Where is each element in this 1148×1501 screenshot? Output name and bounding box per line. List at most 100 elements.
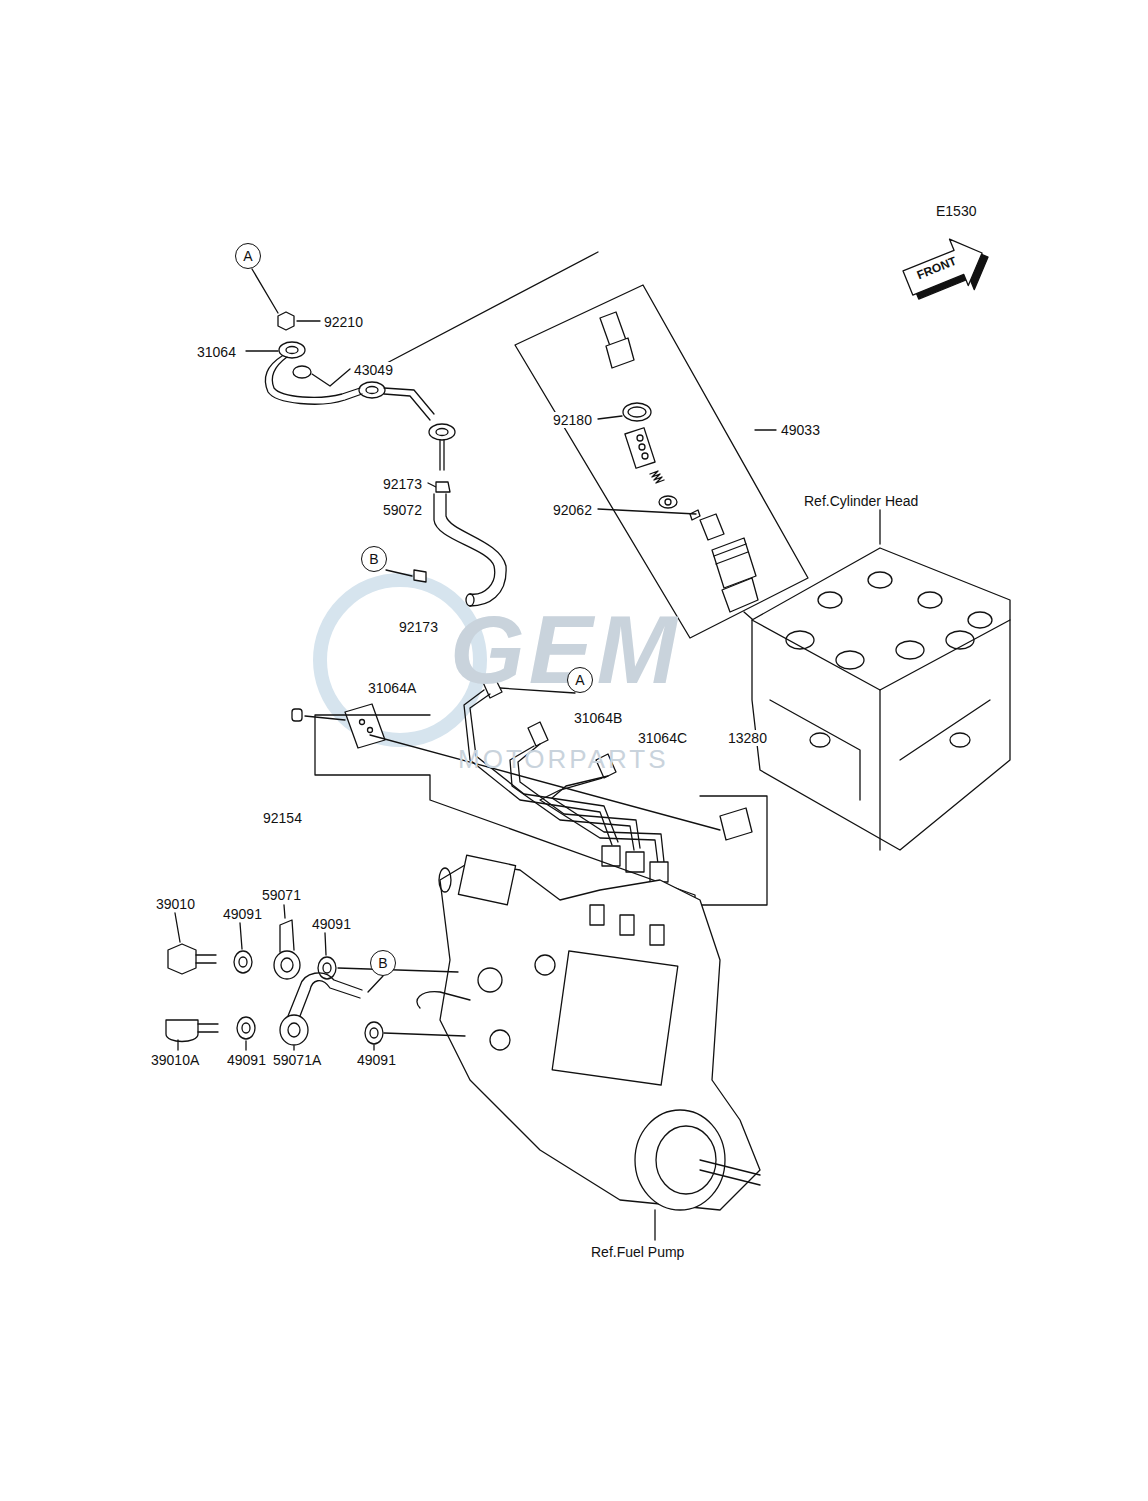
cylinder-head-part [818, 592, 842, 608]
leak-off-pipe-part [265, 356, 362, 404]
front-arrow [899, 228, 998, 311]
leak-off-pipe-part [252, 269, 278, 313]
injector-assembly-part [623, 403, 651, 421]
fuel-pump-part [620, 915, 634, 935]
callout-number: 92180 [552, 412, 593, 428]
return-hose [386, 482, 506, 606]
injection-pipes [464, 676, 668, 882]
banjo-fittings-part [166, 1020, 198, 1042]
injection-pipes-part [540, 778, 658, 864]
callout-number: 31064B [573, 710, 623, 726]
callout-number: 31064 [196, 344, 237, 360]
fuel-pump-part [458, 855, 515, 905]
leak-off-pipe-part [385, 252, 598, 364]
injector-assembly-part [606, 338, 634, 368]
callout-number: 59072 [382, 502, 423, 518]
pipe-clamp-part [305, 716, 345, 720]
leak-off-pipe-part [297, 320, 320, 321]
banjo-fittings-part [196, 962, 216, 963]
banjo-fittings-part [384, 1033, 465, 1036]
reference-letter: B [378, 956, 387, 970]
cylinder-head-part [896, 641, 924, 659]
injector-assembly-part [598, 416, 622, 419]
callout-number: 49091 [222, 906, 263, 922]
cylinder-head-part [900, 700, 990, 760]
banjo-fittings-part [373, 1045, 374, 1050]
banjo-fittings [166, 905, 465, 1050]
leak-off-pipe-part [286, 347, 298, 354]
injector-assembly-part [665, 499, 671, 505]
pipe-clamp-part [368, 728, 373, 733]
callout-number: 49091 [226, 1052, 267, 1068]
reference-letter: B [369, 552, 378, 566]
pipe-clamp-part [345, 704, 385, 748]
callout-number: 92173 [382, 476, 423, 492]
banjo-fittings-part [242, 1023, 250, 1033]
fuel-pump-part [490, 1030, 510, 1050]
injector-assembly-part [700, 514, 724, 540]
callout-number: 31064C [637, 730, 688, 746]
return-hose-part [446, 494, 506, 606]
banjo-fittings-part [288, 973, 362, 1016]
banjo-fittings-part [175, 913, 180, 942]
reference-letter: A [243, 249, 252, 263]
fuel-pump [417, 855, 760, 1240]
banjo-fittings-part [234, 951, 252, 973]
reference-note: Ref.Fuel Pump [590, 1244, 685, 1260]
injector-assembly-part [625, 428, 655, 468]
leak-off-pipe-part [429, 424, 455, 440]
banjo-fittings-part [338, 968, 458, 972]
banjo-fittings-part [288, 1023, 300, 1037]
callout-number: 92062 [552, 502, 593, 518]
fuel-pump-part [590, 905, 604, 925]
fuel-pump-part [654, 1210, 655, 1240]
fuel-pump-part [650, 925, 664, 945]
banjo-fittings-part [245, 1041, 246, 1050]
banjo-fittings-part [198, 1023, 218, 1024]
callout-number: 59071A [272, 1052, 322, 1068]
cylinder-head [752, 510, 1010, 850]
banjo-fittings-part [274, 951, 300, 979]
injector-assembly-part [515, 285, 808, 638]
fuel-pump-part [439, 868, 451, 892]
fuel-pump-part [656, 1126, 716, 1194]
pipe-clamp-part [315, 715, 695, 905]
pipe-clamp-part [292, 709, 302, 721]
cylinder-head-part [968, 612, 992, 628]
reference-note: Ref.Cylinder Head [803, 493, 919, 509]
injector-assembly-part [639, 444, 645, 450]
banjo-fittings-part [318, 957, 336, 979]
callout-number: 49033 [780, 422, 821, 438]
callout-number: 39010A [150, 1052, 200, 1068]
pipe-clamp-part [360, 720, 365, 725]
banjo-fittings-part [177, 1040, 178, 1050]
figure-code: E1530 [935, 203, 977, 219]
cylinder-head-part [879, 510, 880, 544]
fuel-pump-part [552, 951, 678, 1085]
injector-assembly-part [755, 429, 776, 430]
cylinder-head-part [918, 592, 942, 608]
injector-assembly-part [642, 453, 648, 459]
banjo-fittings-part [280, 920, 294, 952]
watermark: MOTORPARTS [458, 744, 669, 774]
leak-off-pipe-part [366, 387, 378, 394]
banjo-fittings-part [198, 1031, 218, 1032]
cylinder-head-part [836, 651, 864, 669]
callout-number: 39010 [155, 896, 196, 912]
fuel-pump-part [535, 955, 555, 975]
callout-number: 13280 [727, 730, 768, 746]
banjo-fittings-part [240, 923, 242, 949]
injector-assembly-part [716, 552, 748, 564]
banjo-fittings-part [284, 905, 285, 918]
leak-off-pipe-part [246, 350, 278, 351]
cylinder-head-part [946, 631, 974, 649]
injector-assembly-part [628, 407, 646, 417]
banjo-fittings-part [370, 1028, 378, 1038]
banjo-fittings-part [325, 933, 326, 955]
banjo-fittings-part [280, 1015, 308, 1045]
injector-assembly-part [722, 578, 758, 612]
banjo-fittings-part [237, 1017, 255, 1039]
callout-number: 43049 [353, 362, 394, 378]
callout-number: 31064A [367, 680, 417, 696]
reference-circle: A [567, 667, 593, 693]
